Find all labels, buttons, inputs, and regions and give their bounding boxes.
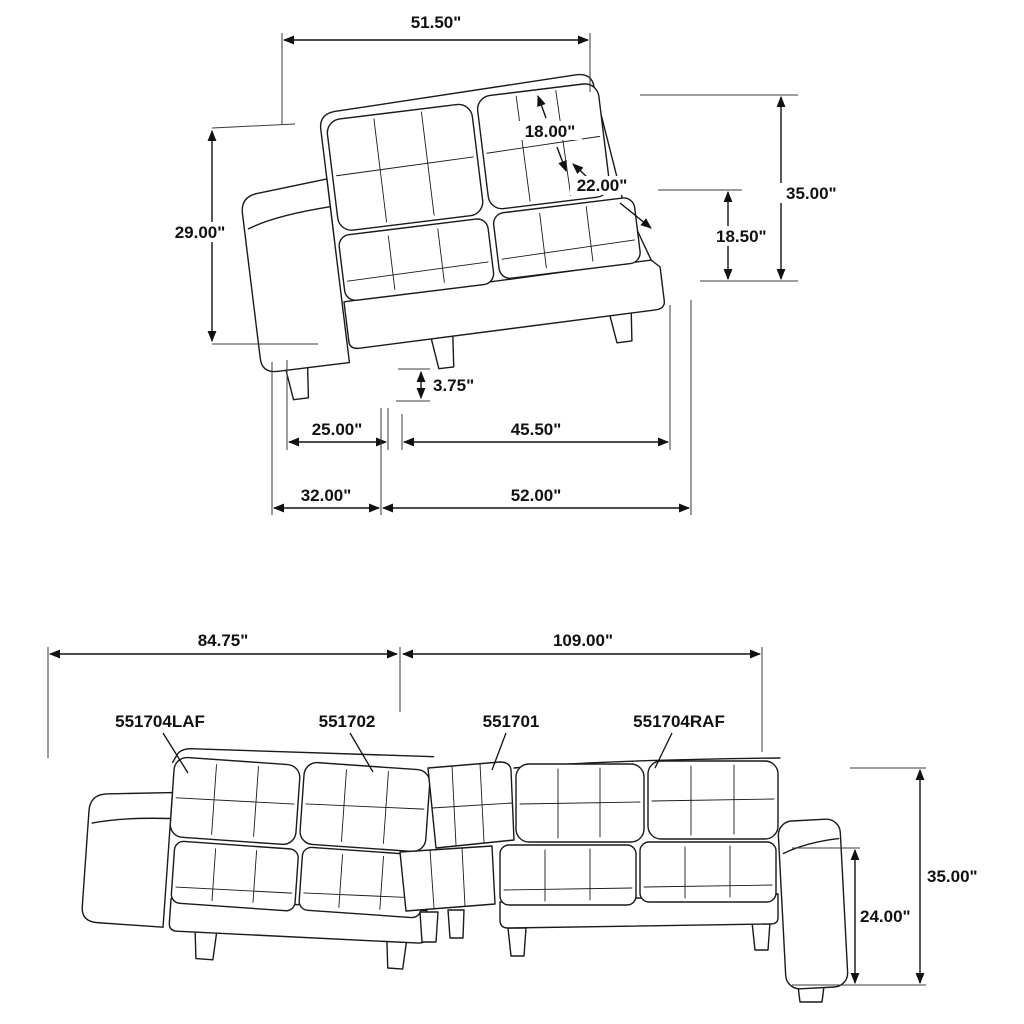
seat-cushion-right-tufts	[501, 206, 636, 269]
dim-overall-depth: 32.00"	[271, 362, 382, 515]
dim-floor-to-seat-back: 18.50"	[658, 189, 778, 281]
corner-back-cushion-tufts	[431, 763, 513, 846]
part-sku-551704raf: 551704RAF	[633, 712, 725, 731]
sectional-right-wing	[499, 757, 849, 1003]
seat-cushion-right	[492, 197, 641, 279]
corner-seat-cushion-tufts	[429, 847, 466, 909]
loveseat-leg-left	[285, 365, 310, 401]
right-back-cushion-1-tufts	[519, 767, 641, 839]
left-back-cushion-2	[299, 761, 431, 853]
dim-sectional-seat-back-height: 24.00"	[792, 847, 920, 985]
loveseat-back-panel	[319, 73, 624, 242]
back-cushion-left-tufts	[336, 111, 474, 223]
left-seat-cushion-2-tufts	[303, 854, 419, 910]
left-back-cushion-1-tufts	[175, 764, 295, 837]
sectional-dimensions: 84.75" 109.00" 551704LAF 551702 551701 5…	[47, 631, 992, 986]
right-wing-leg	[751, 921, 771, 951]
dim-seat-width: 45.50"	[401, 305, 671, 450]
seat-cushion-left-tufts	[347, 228, 489, 290]
dim-overall-height: 35.00"	[640, 94, 844, 282]
dim-back-cushion-height-label: 18.00"	[525, 122, 576, 141]
left-arm-top-line	[91, 817, 172, 824]
dim-seat-depth-label: 22.00"	[577, 176, 628, 195]
part-label-551704laf: 551704LAF	[115, 712, 205, 774]
right-back-cushion-2-tufts	[651, 764, 775, 836]
loveseat-arm	[241, 178, 351, 373]
left-seat-cushion-1	[170, 840, 299, 912]
dim-arm-depth: 25.00"	[286, 360, 389, 450]
part-label-551701: 551701	[483, 712, 540, 771]
right-seat-cushion-2-tufts	[643, 845, 773, 899]
back-cushion-left	[326, 103, 484, 231]
dim-arm-height: 29.00"	[166, 123, 318, 345]
dim-sectional-right-width-label: 109.00"	[553, 631, 613, 650]
dim-arm-height-label: 29.00"	[175, 223, 226, 242]
part-label-551702: 551702	[319, 712, 376, 773]
loveseat-seat-cushions	[338, 197, 641, 301]
sectional-left-wing	[81, 748, 435, 970]
dim-back-cushion-height: 18.00"	[518, 94, 582, 173]
dim-back-width: 51.50"	[281, 13, 591, 125]
right-seat-cushion-2	[639, 841, 777, 903]
dim-sectional-overall-height: 35.00"	[792, 767, 992, 986]
corner-back-cushion	[427, 761, 515, 849]
dim-overall-depth-label: 32.00"	[301, 486, 352, 505]
part-sku-551702: 551702	[319, 712, 376, 731]
dim-sectional-left-width-label: 84.75"	[198, 631, 249, 650]
loveseat-base	[343, 259, 666, 350]
corner-seat-cushion	[399, 845, 496, 912]
dim-seat-depth: 22.00"	[570, 163, 652, 229]
dim-sectional-left-width: 84.75"	[47, 631, 401, 758]
loveseat-leg-front	[430, 334, 455, 370]
dim-overall-height-label: 35.00"	[786, 184, 837, 203]
dim-arm-depth-label: 25.00"	[312, 420, 363, 439]
dim-sectional-overall-height-label: 35.00"	[927, 867, 978, 886]
dim-sectional-seat-back-height-label: 24.00"	[860, 907, 911, 926]
dim-back-width-label: 51.50"	[411, 13, 462, 32]
dim-sectional-right-width: 109.00"	[401, 631, 763, 752]
dim-leg-height: 3.75"	[396, 368, 474, 402]
loveseat-arm-top-line	[247, 206, 331, 230]
left-seat-cushion-1-tufts	[175, 848, 293, 903]
sectional-corner	[399, 761, 515, 943]
seat-cushion-left	[338, 218, 495, 301]
right-arm	[777, 818, 849, 990]
loveseat-legs	[285, 310, 633, 401]
dim-floor-to-seat-back-label: 18.50"	[716, 227, 767, 246]
right-arm-top-line	[782, 837, 840, 855]
part-sku-551704laf: 551704LAF	[115, 712, 205, 731]
dim-leg-height-label: 3.75"	[433, 376, 474, 395]
left-back-cushion-2-tufts	[305, 769, 425, 844]
dim-overall-width: 52.00"	[381, 300, 692, 515]
loveseat-drawing	[241, 73, 666, 401]
right-wing-leg	[507, 927, 527, 957]
part-sku-551701: 551701	[483, 712, 540, 731]
corner-leg	[447, 909, 465, 939]
left-wing-legs	[194, 927, 408, 970]
dim-overall-width-label: 52.00"	[511, 486, 562, 505]
left-arm	[81, 791, 174, 928]
part-label-551704raf: 551704RAF	[633, 712, 725, 769]
dim-seat-width-label: 45.50"	[511, 420, 562, 439]
loveseat-dimensions: 51.50" 18.00" 22.00" 35.00" 18.50"	[166, 13, 844, 515]
right-seat-cushion-1	[499, 844, 637, 906]
sectional-drawing	[81, 748, 849, 1003]
right-seat-cushion-1-tufts	[503, 848, 633, 902]
corner-leg	[419, 911, 439, 943]
